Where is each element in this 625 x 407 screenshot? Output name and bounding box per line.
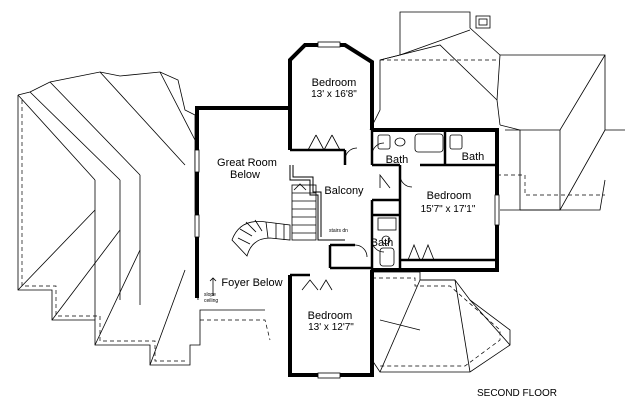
- windows: [194, 41, 500, 379]
- stairs-down-note: stairs dn: [329, 228, 348, 234]
- roof-outline-right: [499, 54, 625, 211]
- roof-outline-top: [369, 11, 501, 131]
- door-swings: [301, 134, 435, 291]
- slope-ceiling-note-2: ceiling: [204, 298, 218, 304]
- arrow-icon: [209, 277, 217, 296]
- room-size-bedroom-bottom: 13' x 12'7": [308, 322, 354, 333]
- plan-caption: SECOND FLOOR: [477, 388, 557, 399]
- room-name-bath-3: Bath: [371, 237, 394, 249]
- room-size-bedroom-top: 13' x 16'8": [311, 89, 357, 100]
- room-name-bath-2: Bath: [462, 151, 485, 163]
- room-name-bedroom-bottom: Bedroom: [308, 310, 353, 322]
- interior-walls: [290, 130, 497, 277]
- room-name-balcony: Balcony: [324, 185, 364, 197]
- roof-outline-right-dashed: [380, 59, 605, 196]
- room-size-great-room: Below: [230, 169, 260, 181]
- roof-outline-left: [17, 71, 265, 366]
- staircase: [231, 183, 317, 257]
- bath-fixtures: [377, 133, 463, 267]
- roof-outline-left-dashed: [21, 100, 271, 362]
- room-size-bedroom-right: 15'7" x 17'1": [421, 204, 476, 215]
- roof-outline-bottom: [371, 271, 511, 373]
- slope-ceiling-note-1: slope: [204, 292, 216, 298]
- room-name-bedroom-right: Bedroom: [427, 190, 472, 202]
- roof-outline-bottom-dashed: [372, 277, 501, 367]
- balcony-railing: [289, 165, 345, 241]
- room-name-foyer: Foyer Below: [221, 277, 282, 289]
- room-name-bedroom-top: Bedroom: [312, 77, 357, 89]
- room-name-great-room: Great Room: [217, 157, 277, 169]
- room-name-bath-1: Bath: [386, 154, 409, 166]
